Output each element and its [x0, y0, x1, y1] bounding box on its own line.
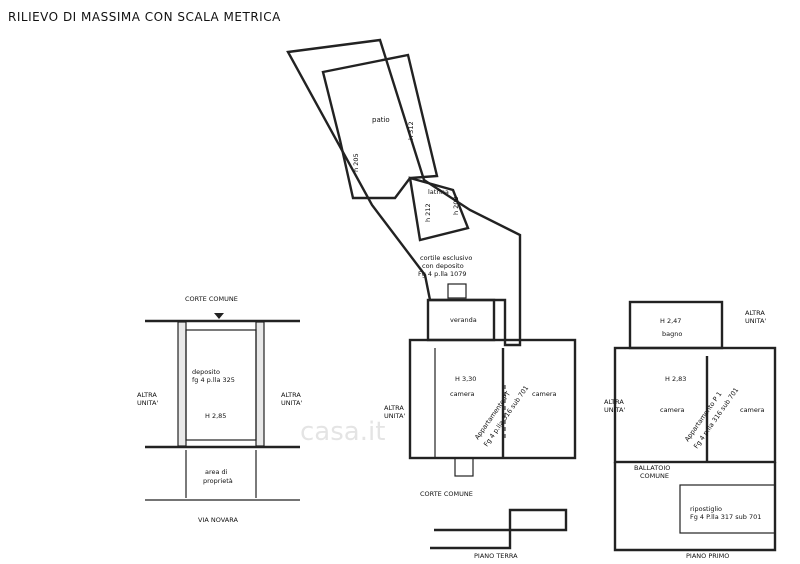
plan-title: RILIEVO DI MASSIMA CON SCALA METRICA: [8, 10, 281, 24]
first-altra-top-2: UNITA': [745, 317, 766, 325]
cortile-outline: [286, 38, 522, 347]
ballatoio-label-1: BALLATOIO: [634, 464, 670, 472]
deposito-plan: CORTE COMUNE deposito fg 4 p.lla 325 H 2…: [137, 295, 302, 524]
via-novara-label: VIA NOVARA: [198, 516, 238, 524]
ripostiglio-room: [679, 484, 776, 534]
latrina-room: [408, 176, 470, 242]
bagno-room: [628, 300, 724, 350]
patio-room: [321, 53, 439, 200]
deposito-label: deposito: [192, 368, 220, 376]
stair-block: [430, 508, 568, 550]
cortile-label-1: cortile esclusivo: [420, 254, 472, 262]
first-height: H 2,83: [665, 375, 686, 383]
cortile-step: [447, 283, 467, 299]
ripostiglio-label-1: ripostiglio: [690, 505, 722, 513]
ground-apartment: [408, 338, 577, 460]
first-altra-left-1: ALTRA: [604, 398, 624, 406]
ground-altra-1: ALTRA: [384, 404, 404, 412]
cortile-label-3: Fg 4 p.lla 1079: [418, 270, 467, 278]
patio-height-right: h 312: [407, 121, 415, 140]
area-label-2: proprietà: [203, 477, 233, 485]
bagno-label: bagno: [662, 330, 682, 338]
wall-right: [255, 321, 265, 447]
latrina-height-left: h 212: [424, 203, 432, 222]
latrina-label: latrina: [428, 188, 449, 196]
ground-floor-plan: patio h 205 h 312 latrina h 212 h 200 co…: [286, 38, 577, 560]
ground-corte-comune: CORTE COMUNE: [420, 490, 473, 498]
altra-unita-left-2: UNITA': [137, 399, 158, 407]
entrance-arrow-icon: [214, 313, 224, 319]
cortile-label-2: con deposito: [422, 262, 464, 270]
ground-height: H 3,30: [455, 375, 476, 383]
patio-label: patio: [372, 116, 390, 124]
area-label-1: area di: [205, 468, 228, 476]
altra-unita-right-1: ALTRA: [281, 391, 301, 399]
first-altra-top-1: ALTRA: [745, 309, 765, 317]
ground-camera-left: camera: [450, 390, 475, 398]
first-altra-left-2: UNITA': [604, 406, 625, 414]
altra-unita-left-1: ALTRA: [137, 391, 157, 399]
patio-height-left: h 205: [352, 153, 360, 172]
first-camera-left: camera: [660, 406, 685, 414]
watermark: casa.it: [300, 417, 385, 447]
piano-terra-label: PIANO TERRA: [474, 552, 518, 560]
ground-camera-right: camera: [532, 390, 557, 398]
first-apartment: [613, 346, 777, 464]
bagno-height: H 2,47: [660, 317, 681, 325]
ground-entrance-steps: [454, 457, 474, 477]
altra-unita-right-2: UNITA': [281, 399, 302, 407]
wall-left: [177, 321, 187, 447]
veranda-label: veranda: [450, 316, 477, 324]
deposito-height: H 2,85: [205, 412, 226, 420]
first-camera-right: camera: [740, 406, 765, 414]
ballatoio-label-2: COMUNE: [640, 472, 669, 480]
deposito-room: [185, 329, 257, 441]
piano-primo-label: PIANO PRIMO: [686, 552, 729, 560]
ripostiglio-label-2: Fg 4 P.lla 317 sub 701: [690, 513, 761, 521]
deposito-parcel: fg 4 p.lla 325: [192, 376, 235, 384]
ground-altra-2: UNITA': [384, 412, 405, 420]
first-floor-plan: ALTRA UNITA' H 2,47 bagno H 2,83 camera …: [604, 300, 777, 560]
latrina-height-right: h 200: [452, 196, 460, 215]
corte-comune-label: CORTE COMUNE: [185, 295, 238, 303]
